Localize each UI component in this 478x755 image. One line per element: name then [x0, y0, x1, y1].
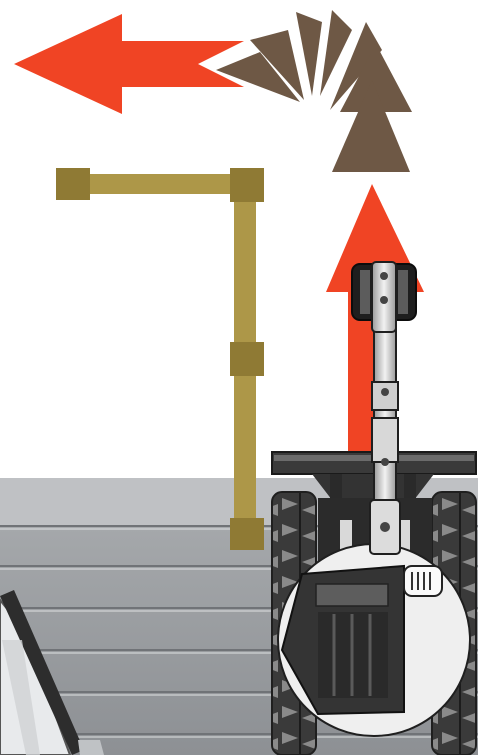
excavator-icon	[272, 262, 476, 755]
pipe-joint	[230, 342, 264, 376]
arrow-left-icon	[14, 14, 244, 114]
swing-rays-icon	[216, 10, 412, 172]
pipe-joint	[56, 168, 90, 200]
pipe-joint	[230, 518, 264, 550]
pipe-joint	[230, 168, 264, 202]
